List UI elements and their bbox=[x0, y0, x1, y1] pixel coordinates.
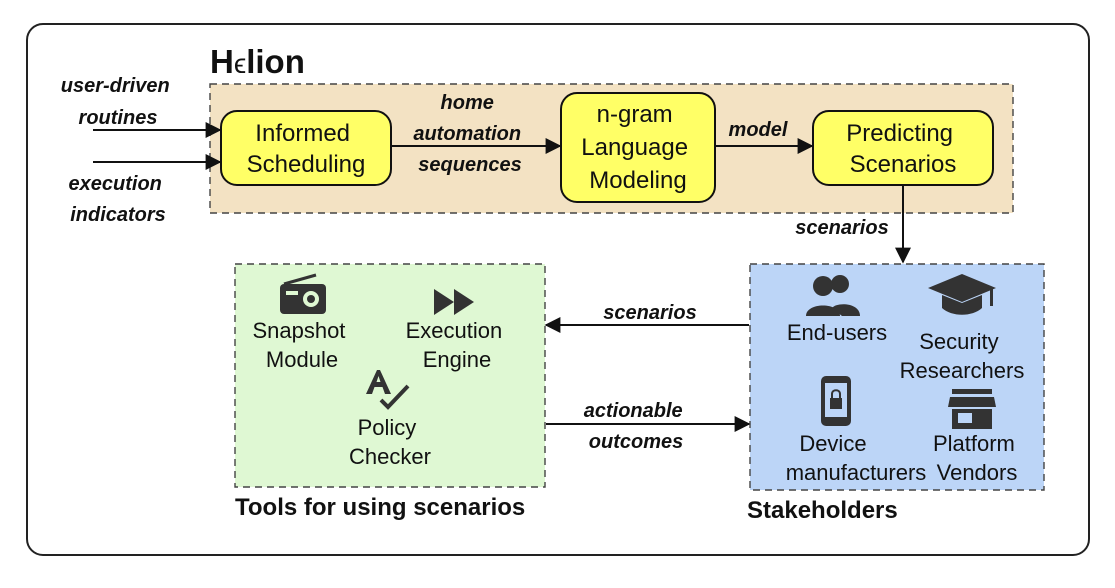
people-icon bbox=[806, 275, 860, 316]
stakeholders-region bbox=[749, 263, 1045, 491]
tool-snapshot-label: Snapshot Module bbox=[252, 318, 351, 372]
fast-forward-icon bbox=[434, 289, 474, 315]
stakeholders-title: Stakeholders bbox=[747, 497, 898, 524]
edge-model-label: model bbox=[729, 119, 788, 141]
node-ngram-language-modeling-label: n-gram Language Modeling bbox=[581, 101, 694, 194]
input-routines-label: user-driven routines bbox=[61, 75, 176, 129]
node-informed-scheduling-label: Informed Scheduling bbox=[247, 120, 366, 178]
edge-scenarios-down-label: scenarios bbox=[795, 217, 888, 239]
tools-title: Tools for using scenarios bbox=[235, 494, 525, 521]
tool-execution-label: Execution Engine bbox=[406, 318, 509, 372]
edge-sequences-label: home automation sequences bbox=[413, 92, 526, 176]
node-predicting-scenarios-label: Predicting Scenarios bbox=[846, 120, 959, 178]
node-informed-scheduling bbox=[220, 110, 392, 186]
node-ngram-language-modeling bbox=[560, 92, 716, 203]
graduation-cap-icon bbox=[928, 274, 996, 315]
phone-lock-icon bbox=[821, 376, 851, 426]
stakeholder-end-users-label: End-users bbox=[787, 320, 887, 345]
store-icon bbox=[948, 389, 996, 429]
radio-icon bbox=[280, 273, 326, 314]
stakeholder-device-label: Device manufacturers bbox=[786, 431, 927, 485]
stakeholder-platform-label: Platform Vendors bbox=[933, 431, 1021, 485]
spellcheck-icon bbox=[366, 370, 410, 410]
node-predicting-scenarios bbox=[812, 110, 994, 186]
link-scenarios-label: scenarios bbox=[603, 302, 696, 324]
stakeholder-security-label: Security Researchers bbox=[900, 329, 1025, 383]
tool-policy-label: Policy Checker bbox=[349, 415, 431, 469]
system-title: Hϵlion bbox=[210, 43, 305, 80]
link-outcomes-label: actionable outcomes bbox=[584, 400, 688, 453]
input-indicators-label: execution indicators bbox=[69, 173, 168, 226]
